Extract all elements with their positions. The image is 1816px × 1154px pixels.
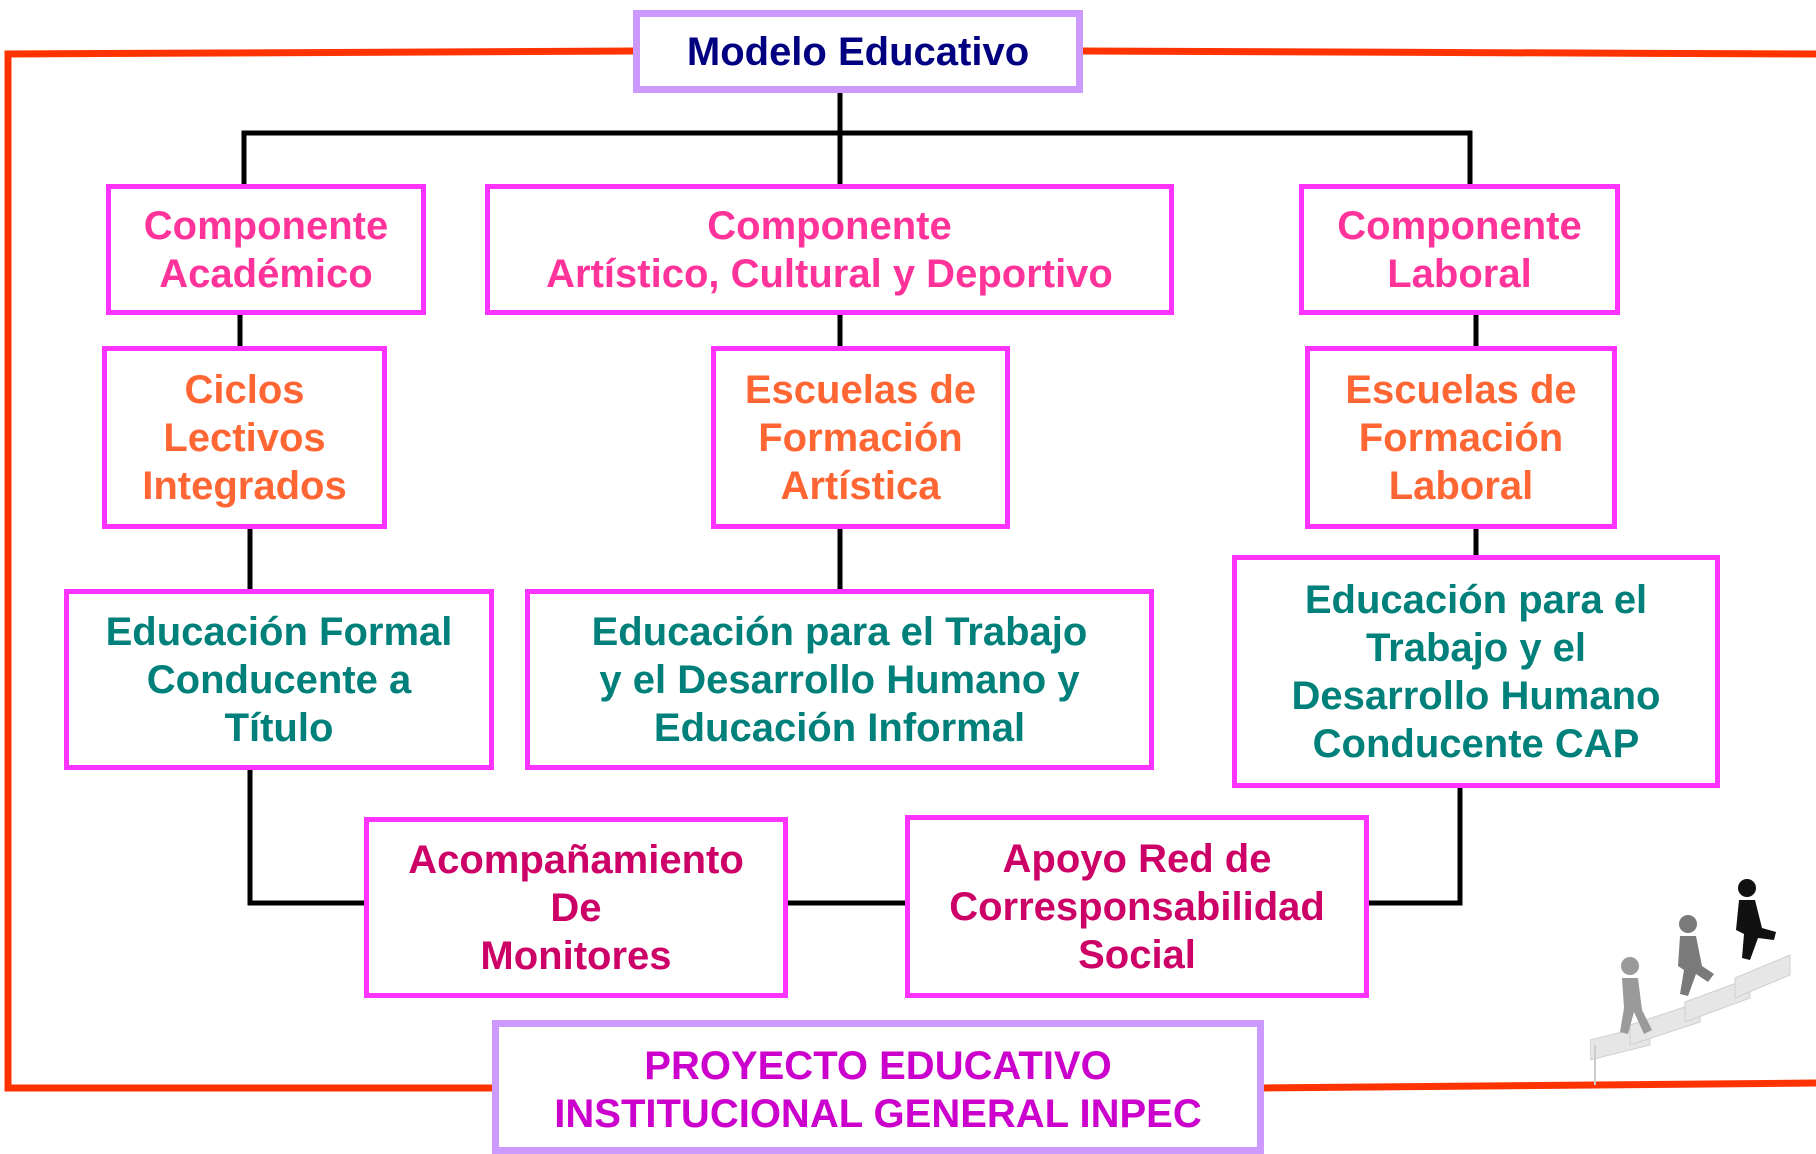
education-label: Educación para el Trabajo y el Desarroll… <box>591 609 1088 750</box>
education-trabajo-informal: Educación para el Trabajo y el Desarroll… <box>525 589 1154 770</box>
education-label: Educación para el Trabajo y el Desarroll… <box>1291 577 1661 766</box>
outer-frame <box>4 47 1816 1092</box>
people-climbing-stairs-icon <box>1590 879 1791 1085</box>
component-label: Componente Laboral <box>1337 203 1582 296</box>
school-ciclos-lectivos: Ciclos Lectivos Integrados <box>102 346 387 529</box>
school-label: Ciclos Lectivos Integrados <box>142 367 347 508</box>
tree-connectors <box>237 90 1479 906</box>
component-academico: Componente Académico <box>106 184 426 315</box>
footer-label: PROYECTO EDUCATIVO INSTITUCIONAL GENERAL… <box>554 1044 1202 1136</box>
school-formacion-laboral: Escuelas de Formación Laboral <box>1305 346 1617 529</box>
support-red-corresponsabilidad: Apoyo Red de Corresponsabilidad Social <box>905 815 1369 998</box>
component-artistico: Componente Artístico, Cultural y Deporti… <box>485 184 1174 315</box>
component-laboral: Componente Laboral <box>1299 184 1620 315</box>
education-label: Educación Formal Conducente a Título <box>105 609 453 750</box>
education-trabajo-cap: Educación para el Trabajo y el Desarroll… <box>1232 555 1720 788</box>
support-acompanamiento-monitores: Acompañamiento De Monitores <box>364 817 788 998</box>
root-label: Modelo Educativo <box>686 29 1030 74</box>
root-node-modelo-educativo: Modelo Educativo <box>633 10 1083 93</box>
education-formal: Educación Formal Conducente a Título <box>64 589 494 770</box>
school-label: Escuelas de Formación Laboral <box>1345 367 1577 508</box>
support-label: Apoyo Red de Corresponsabilidad Social <box>949 836 1325 977</box>
footer-proyecto-educativo: PROYECTO EDUCATIVO INSTITUCIONAL GENERAL… <box>492 1020 1264 1154</box>
component-label: Componente Académico <box>143 203 389 296</box>
school-formacion-artistica: Escuelas de Formación Artística <box>711 346 1010 529</box>
component-label: Componente Artístico, Cultural y Deporti… <box>546 203 1113 296</box>
school-label: Escuelas de Formación Artística <box>744 367 977 508</box>
support-label: Acompañamiento De Monitores <box>408 837 744 978</box>
